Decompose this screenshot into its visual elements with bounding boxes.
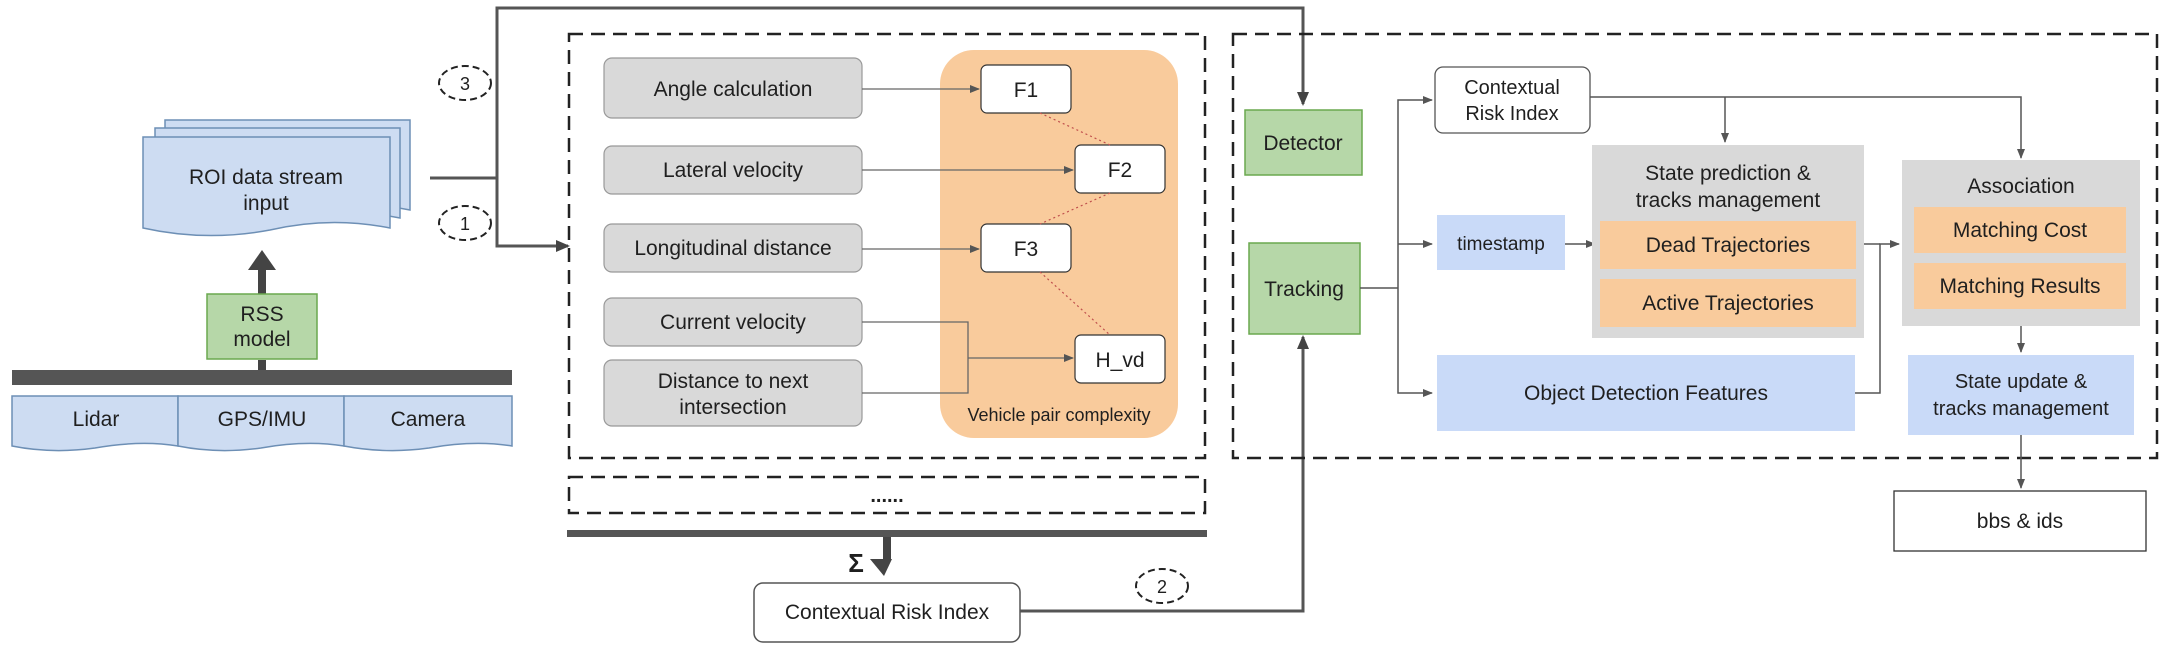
dead-trajectories-box: Dead Trajectories <box>1600 221 1856 269</box>
sensor-gps-imu: GPS/IMU <box>177 395 345 452</box>
sigma-symbol: Σ <box>848 548 864 578</box>
svg-text:State prediction &: State prediction & <box>1645 162 1811 185</box>
active-trajectories-box: Active Trajectories <box>1600 279 1856 327</box>
cri-to-tracking-arrow <box>1020 335 1309 613</box>
svg-text:intersection: intersection <box>679 396 786 419</box>
feature-current-velocity: Current velocity <box>603 297 863 347</box>
svg-text:2: 2 <box>1157 577 1167 597</box>
sensor-lidar: Lidar <box>11 395 179 452</box>
svg-text:Association: Association <box>1967 175 2074 198</box>
svg-text:timestamp: timestamp <box>1457 234 1545 255</box>
svg-text:Longitudinal distance: Longitudinal distance <box>634 237 831 260</box>
rss-up-arrow <box>248 250 276 370</box>
svg-text:Matching Cost: Matching Cost <box>1953 219 2087 242</box>
rss-model-box: RSS model <box>206 293 318 360</box>
svg-text:Angle calculation: Angle calculation <box>654 78 813 101</box>
vehicle-pair-complexity-label: Vehicle pair complexity <box>967 405 1150 425</box>
svg-text:Active Trajectories: Active Trajectories <box>1642 292 1814 315</box>
state-update-box: State update & tracks management <box>1908 355 2134 435</box>
cri-bottom-box: Contextual Risk Index <box>753 582 1021 643</box>
merge-to-association-arrows <box>1855 240 1900 394</box>
svg-text:1: 1 <box>460 214 470 234</box>
node-f3: F3 <box>980 223 1072 273</box>
cri-right-arrows <box>1590 96 2025 159</box>
feature-longitudinal-distance: Longitudinal distance <box>603 223 863 273</box>
svg-text:Dead Trajectories: Dead Trajectories <box>1646 234 1811 257</box>
node-f2: F2 <box>1074 144 1166 194</box>
node-f1: F1 <box>980 64 1072 114</box>
sensor-bus-bar <box>12 370 512 385</box>
additional-pairs-dashed-box <box>567 475 1207 515</box>
svg-text:Matching Results: Matching Results <box>1939 275 2100 298</box>
output-box: bbs & ids <box>1893 490 2147 552</box>
marker-1: 1 <box>438 205 492 241</box>
svg-text:Lateral velocity: Lateral velocity <box>663 159 804 182</box>
svg-text:Current velocity: Current velocity <box>660 311 806 334</box>
svg-text:Tracking: Tracking <box>1264 278 1344 301</box>
tracking-box: Tracking <box>1248 242 1361 335</box>
feature-distance-to-intersection: Distance to next intersection <box>603 359 863 427</box>
roi-to-features-arrow <box>495 178 570 252</box>
node-hvd: H_vd <box>1074 334 1166 384</box>
roi-data-stream-stack: ROI data stream input <box>142 119 411 237</box>
marker-3: 3 <box>438 65 492 101</box>
roi-label-line2: input <box>243 192 289 215</box>
svg-text:Distance to next: Distance to next <box>658 370 809 393</box>
rss-label-line2: model <box>233 328 290 351</box>
svg-text:bbs & ids: bbs & ids <box>1977 510 2063 533</box>
timestamp-box: timestamp <box>1437 215 1565 270</box>
tracking-dashed-box <box>1231 32 2159 460</box>
tracking-branch-arrows <box>1360 96 1433 397</box>
svg-text:F3: F3 <box>1014 238 1039 261</box>
roi-label-line1: ROI data stream <box>189 166 343 189</box>
svg-text:3: 3 <box>460 74 470 94</box>
svg-text:F2: F2 <box>1108 159 1133 182</box>
feature-lateral-velocity: Lateral velocity <box>603 145 863 195</box>
matching-cost-box: Matching Cost <box>1914 207 2126 253</box>
roi-to-detector-arrow <box>495 6 1309 178</box>
feature-dashed-box <box>567 32 1207 460</box>
camera-label: Camera <box>391 408 466 431</box>
cri-right-box: Contextual Risk Index <box>1434 66 1591 134</box>
marker-2: 2 <box>1135 568 1189 604</box>
object-detection-features-box: Object Detection Features <box>1437 355 1855 431</box>
complexity-dotted-links <box>1039 112 1111 336</box>
rss-label-line1: RSS <box>240 303 283 326</box>
sum-bar <box>567 530 1207 537</box>
lidar-label: Lidar <box>73 408 120 431</box>
svg-text:H_vd: H_vd <box>1095 349 1144 372</box>
gps-imu-label: GPS/IMU <box>218 408 307 431</box>
feature-angle-calculation: Angle calculation <box>603 57 863 119</box>
svg-text:State update &: State update & <box>1955 371 2088 393</box>
sensor-camera: Camera <box>343 395 513 452</box>
feature-arrows <box>862 85 1074 394</box>
roi-data-stream-box <box>142 136 391 237</box>
svg-text:tracks management: tracks management <box>1933 398 2109 420</box>
svg-text:Risk Index: Risk Index <box>1465 103 1558 125</box>
svg-text:Contextual Risk Index: Contextual Risk Index <box>785 601 990 624</box>
matching-results-box: Matching Results <box>1914 263 2126 309</box>
svg-text:Object Detection Features: Object Detection Features <box>1524 382 1768 405</box>
detector-box: Detector <box>1244 109 1363 176</box>
svg-text:tracks management: tracks management <box>1636 189 1821 212</box>
svg-text:Contextual: Contextual <box>1464 77 1560 99</box>
svg-text:F1: F1 <box>1014 79 1039 102</box>
sum-down-arrow <box>870 537 892 576</box>
svg-text:Detector: Detector <box>1263 132 1342 155</box>
ellipsis-label: ...... <box>870 485 903 507</box>
